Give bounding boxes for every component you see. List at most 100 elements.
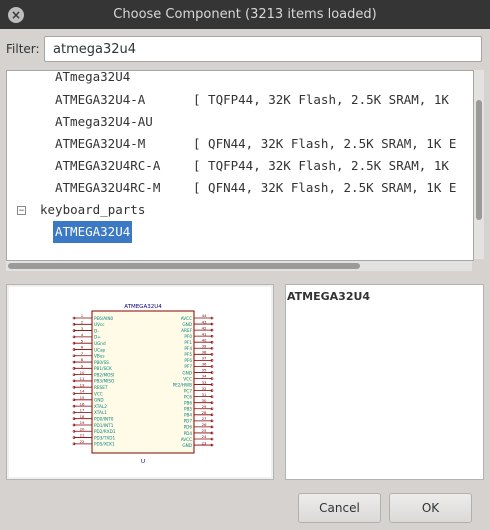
symbol-pin-end bbox=[72, 360, 76, 364]
component-info-name: ATMEGA32U4 bbox=[287, 290, 371, 303]
symbol-pin-end bbox=[210, 383, 214, 386]
symbol-pin-label: GND bbox=[94, 398, 104, 403]
symbol-pin-label: PD5/XCK1 bbox=[94, 442, 115, 447]
symbol-pin-number: 34 bbox=[202, 374, 207, 379]
tree-item-desc: [ TQFP44, 32K Flash, 2.5K SRAM, 1K bbox=[193, 158, 449, 173]
filter-input[interactable] bbox=[44, 36, 482, 62]
symbol-pin-end bbox=[72, 367, 76, 370]
symbol-pin-label: AVCC bbox=[181, 316, 192, 321]
symbol-pin-number: 19 bbox=[80, 420, 85, 425]
tree-item[interactable]: ATMEGA32U4-M[ QFN44, 32K Flash, 2.5K SRA… bbox=[55, 133, 456, 155]
tree-item-desc: [ QFN44, 32K Flash, 2.5K SRAM, 1K E bbox=[193, 180, 457, 195]
filter-label: Filter: bbox=[6, 42, 40, 56]
tree-item[interactable]: ATMEGA32U4RC-M [ QFN44, 32K Flash, 2.5K S… bbox=[55, 177, 456, 199]
symbol-pin-label: VCC bbox=[94, 391, 103, 396]
tree-item-selected[interactable]: ATMEGA32U4 bbox=[53, 221, 133, 243]
symbol-pin-end bbox=[72, 417, 76, 420]
tree-item-name: ATMEGA32U4 bbox=[53, 221, 133, 243]
symbol-pin-label: PC6 bbox=[184, 394, 192, 399]
tree-group-keyboard-parts[interactable]: keyboard_parts bbox=[40, 199, 145, 221]
scrollbar-thumb[interactable] bbox=[8, 263, 360, 269]
symbol-pin-label: GND bbox=[182, 370, 192, 375]
symbol-pin-number: 21 bbox=[80, 433, 85, 438]
collapse-icon[interactable]: − bbox=[17, 206, 26, 216]
tree-horizontal-scrollbar[interactable] bbox=[6, 261, 472, 271]
symbol-pin-number: 7 bbox=[81, 351, 84, 356]
symbol-pin-label: PF0 bbox=[184, 334, 192, 339]
symbol-reference: U bbox=[141, 459, 145, 465]
symbol-pin-end bbox=[72, 385, 76, 389]
scrollbar-thumb[interactable] bbox=[476, 100, 482, 220]
symbol-pin-end bbox=[210, 328, 214, 332]
symbol-pin-label: PB5 bbox=[184, 407, 192, 412]
symbol-pin-end bbox=[72, 404, 76, 408]
symbol-pin-label: PD1/INT1 bbox=[94, 423, 114, 428]
tree-item-name: ATmega32U4 bbox=[55, 70, 131, 84]
tree-vertical-scrollbar[interactable] bbox=[474, 70, 484, 259]
symbol-pin-number: 18 bbox=[80, 414, 85, 419]
symbol-pin-number: 29 bbox=[202, 404, 207, 409]
symbol-pin-end bbox=[72, 436, 76, 439]
symbol-pin-label: VCC bbox=[183, 376, 192, 381]
symbol-pin-end bbox=[72, 348, 76, 351]
symbol-pin-label: D- bbox=[94, 328, 99, 333]
symbol-pin-label: XTAL2 bbox=[94, 404, 107, 409]
symbol-pin-end bbox=[210, 443, 214, 447]
symbol-pin-number: 1 bbox=[81, 313, 84, 318]
symbol-pin-label: GND bbox=[182, 443, 192, 448]
symbol-pin-label: UCap bbox=[94, 347, 106, 352]
symbol-pin-number: 33 bbox=[202, 380, 207, 385]
symbol-pin-number: 31 bbox=[202, 392, 207, 397]
component-tree[interactable]: ATmega32U4 ATMEGA32U4-A[ TQFP44, 32K Fla… bbox=[6, 70, 474, 261]
symbol-pin-number: 28 bbox=[202, 410, 207, 415]
tree-item[interactable]: ATMEGA32U4RC-A[ TQFP44, 32K Flash, 2.5K … bbox=[55, 155, 449, 177]
cancel-button[interactable]: Cancel bbox=[298, 493, 381, 523]
symbol-pin-end bbox=[72, 335, 76, 339]
symbol-pin-number: 38 bbox=[202, 350, 207, 355]
symbol-pin-end bbox=[210, 334, 214, 338]
symbol-pin-number: 16 bbox=[80, 401, 85, 406]
title-bar: × Choose Component (3213 items loaded) bbox=[0, 0, 490, 29]
symbol-pin-label: PF6 bbox=[184, 358, 192, 363]
symbol-pin-end bbox=[210, 365, 214, 368]
symbol-pin-number: 37 bbox=[202, 356, 207, 361]
tree-item-name: ATMEGA32U4RC-M bbox=[55, 180, 161, 195]
symbol-pin-end bbox=[210, 316, 214, 320]
symbol-pin-number: 24 bbox=[202, 434, 207, 439]
symbol-pin-number: 27 bbox=[202, 416, 207, 421]
symbol-pin-number: 14 bbox=[80, 389, 85, 394]
symbol-pin-end bbox=[210, 353, 214, 356]
symbol-pin-label: PD4 bbox=[184, 431, 193, 436]
ok-button[interactable]: OK bbox=[389, 493, 472, 523]
symbol-pin-label: PB6 bbox=[184, 401, 192, 406]
symbol-pin-number: 2 bbox=[81, 319, 84, 324]
symbol-pin-end bbox=[72, 322, 76, 326]
symbol-pin-label: PD7 bbox=[184, 419, 193, 424]
tree-item[interactable]: ATmega32U4-AU bbox=[55, 111, 153, 133]
symbol-pin-label: PD0/INT0 bbox=[94, 416, 114, 421]
tree-item[interactable]: ATmega32U4 bbox=[55, 70, 131, 88]
symbol-pin-end bbox=[72, 373, 76, 376]
symbol-pin-end bbox=[210, 419, 214, 423]
symbol-pin-number: 25 bbox=[202, 428, 207, 433]
symbol-pin-end bbox=[72, 316, 76, 320]
tree-item[interactable]: ATMEGA32U4-A[ TQFP44, 32K Flash, 2.5K SR… bbox=[55, 89, 449, 111]
symbol-pin-number: 35 bbox=[202, 368, 207, 373]
symbol-pin-end bbox=[210, 322, 214, 326]
symbol-pin-label: PE2/HWB bbox=[173, 382, 193, 387]
symbol-pin-number: 22 bbox=[80, 439, 85, 444]
close-icon[interactable]: × bbox=[8, 7, 24, 23]
symbol-pin-label: PD3/TXD1 bbox=[94, 435, 115, 440]
symbol-pin-label: PE6/AIN0 bbox=[94, 316, 113, 321]
tree-group-label: keyboard_parts bbox=[40, 202, 146, 217]
window-title: Choose Component (3213 items loaded) bbox=[113, 7, 377, 22]
symbol-pin-number: 13 bbox=[80, 382, 85, 387]
symbol-pin-end bbox=[72, 442, 76, 446]
tree-item-name: ATMEGA32U4-A bbox=[55, 92, 146, 107]
symbol-name: ATMEGA32U4 bbox=[124, 304, 162, 310]
symbol-pin-end bbox=[210, 413, 214, 417]
symbol-pin-label: PF4 bbox=[184, 346, 192, 351]
symbol-pin-label: GND bbox=[182, 322, 192, 327]
symbol-pin-end bbox=[210, 359, 214, 362]
symbol-pin-number: 15 bbox=[80, 395, 85, 400]
